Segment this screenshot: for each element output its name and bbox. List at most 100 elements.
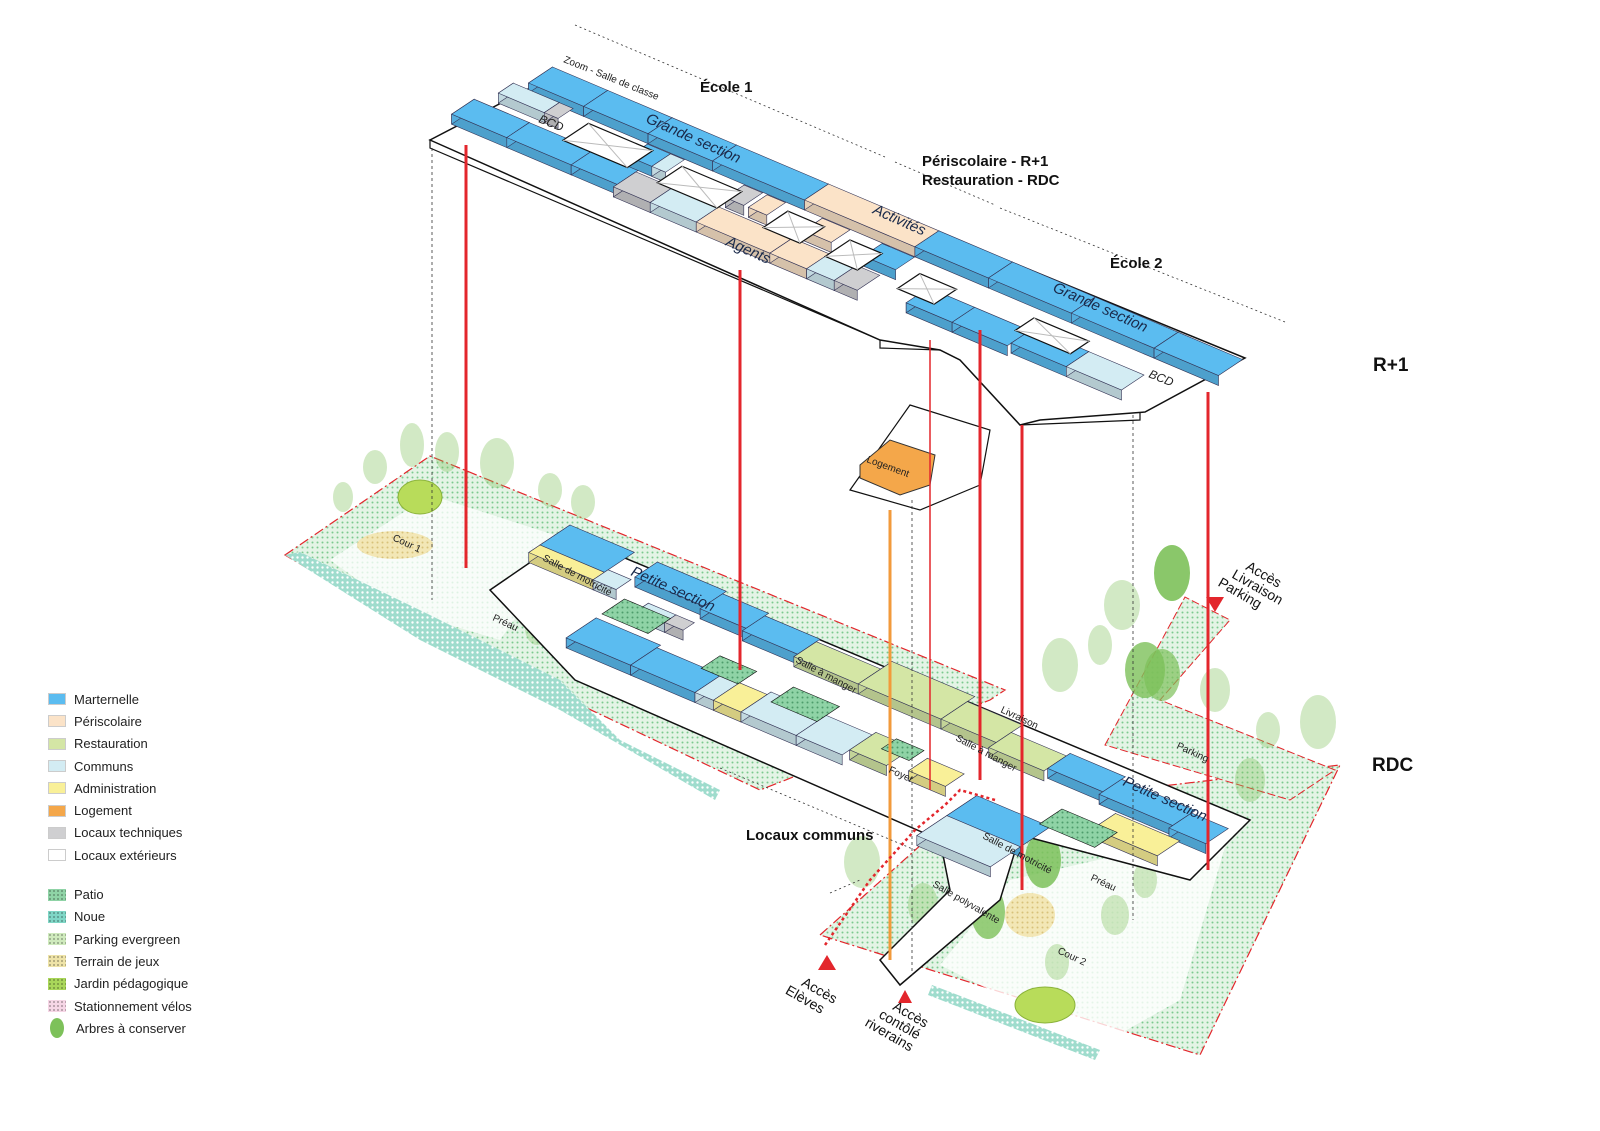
dimension-lines <box>574 24 1286 894</box>
tree-icon <box>50 1018 64 1039</box>
legend-swatch <box>48 977 66 990</box>
access-eleves-label: Accès Elèves <box>783 974 840 1017</box>
patio <box>880 738 925 761</box>
tree-icon <box>1088 625 1112 665</box>
legend-swatch <box>48 737 66 750</box>
label-restauration-rdc: Restauration - RDC <box>922 172 1060 189</box>
legend-label: Administration <box>74 780 157 796</box>
legend-label: Parking evergreen <box>74 931 181 947</box>
legend-swatch <box>48 849 66 862</box>
legend-item: Administration <box>48 777 192 799</box>
legend-label: Logement <box>74 803 132 819</box>
legend-swatch <box>48 715 66 728</box>
jardin-pedagogique-1 <box>397 479 443 515</box>
legend-label: Périscolaire <box>74 713 142 729</box>
courtyard-cross <box>562 139 653 152</box>
access-riverains-label: Accès contôlé riverains <box>863 998 932 1055</box>
legend-swatch <box>48 760 66 773</box>
legend-swatch <box>48 933 66 946</box>
rdc-room <box>908 757 965 787</box>
tree-icon <box>333 482 353 512</box>
tree-icon <box>844 836 880 888</box>
legend-swatch <box>48 888 66 901</box>
legend-label: Restauration <box>74 736 148 752</box>
access-riverains-arrow <box>898 990 912 1003</box>
tree-icon <box>571 485 595 519</box>
legend-item: Locaux extérieurs <box>48 844 192 866</box>
legend-item: Communs <box>48 755 192 777</box>
patio <box>700 655 758 685</box>
legend-swatch <box>48 955 66 968</box>
rdc-room <box>1168 812 1229 844</box>
label-periscolaire-r1: Périscolaire - R+1 <box>922 153 1048 170</box>
tree-icon <box>1025 832 1061 888</box>
patio <box>601 598 672 634</box>
access-livraison-label: Accès Livraison Parking <box>1216 558 1286 612</box>
legend-item: Logement <box>48 799 192 821</box>
legend-swatch <box>48 1000 66 1012</box>
courtyard-cross <box>657 182 742 193</box>
legend-swatch <box>48 804 66 817</box>
tree-icon <box>1045 944 1069 980</box>
r1-room <box>543 102 574 119</box>
label-ecole-2: École 2 <box>1110 255 1163 272</box>
noue-strip-right <box>928 985 1100 1060</box>
legend-item: Arbres à conserver <box>48 1017 192 1039</box>
legend-item: Marternelle <box>48 688 192 710</box>
patio <box>1038 808 1118 848</box>
trees-group <box>333 423 1336 980</box>
tree-icon <box>1300 695 1336 749</box>
tree-icon <box>1101 895 1129 935</box>
tree-icon <box>435 432 459 472</box>
rdc-room <box>988 732 1068 772</box>
tree-icon <box>1042 638 1078 692</box>
rdc-room <box>592 569 632 590</box>
r1-room <box>747 194 787 216</box>
cour2-white <box>940 830 1230 1045</box>
rdc-room <box>916 815 1022 868</box>
legend-label: Terrain de jeux <box>74 953 160 969</box>
upper-floor-building <box>428 66 1247 511</box>
legend-item: Patio <box>48 883 192 905</box>
level-label-r1: R+1 <box>1373 355 1409 376</box>
legend-swatch <box>48 693 66 706</box>
legend-item: Périscolaire <box>48 710 192 732</box>
legend-label: Marternelle <box>74 691 140 707</box>
legend-label: Locaux techniques <box>74 825 183 841</box>
tree-icon <box>1144 649 1180 701</box>
legend-label: Locaux extérieurs <box>74 847 177 863</box>
tree-icon <box>1133 862 1157 898</box>
legend-swatch <box>48 910 66 923</box>
r1-room <box>833 265 881 291</box>
tree-icon <box>1200 668 1230 712</box>
vertical-circulations <box>431 145 1210 975</box>
cour1-playground <box>357 531 433 559</box>
r1-room <box>1153 331 1244 376</box>
legend-label: Stationnement vélos <box>74 998 192 1014</box>
access-arrows <box>818 597 1224 1003</box>
legend-item: Terrain de jeux <box>48 950 192 972</box>
tree-icon <box>363 450 387 484</box>
legend-item: Restauration <box>48 733 192 755</box>
rdc-room <box>795 715 873 756</box>
r1-room <box>651 153 685 173</box>
jardin-pedagogique-2 <box>1014 986 1076 1024</box>
legend-item: Locaux techniques <box>48 822 192 844</box>
courtyard-cross <box>825 253 883 257</box>
courtyard-cross <box>1015 329 1090 342</box>
tree-icon <box>1104 580 1140 630</box>
legend-label: Patio <box>74 887 104 903</box>
legend-item: Stationnement vélos <box>48 995 192 1017</box>
level-label-rdc: RDC <box>1372 755 1413 776</box>
legend-label: Noue <box>74 909 106 925</box>
rdc-room <box>1092 813 1181 857</box>
r1-room <box>951 306 1031 347</box>
label-ecole-1: École 1 <box>700 79 753 96</box>
cour2-playground <box>1005 893 1055 937</box>
courtyard-cross <box>897 288 957 290</box>
legend-swatch <box>48 826 66 839</box>
legend-item: Noue <box>48 906 192 928</box>
access-livraison-arrow <box>1206 597 1224 612</box>
